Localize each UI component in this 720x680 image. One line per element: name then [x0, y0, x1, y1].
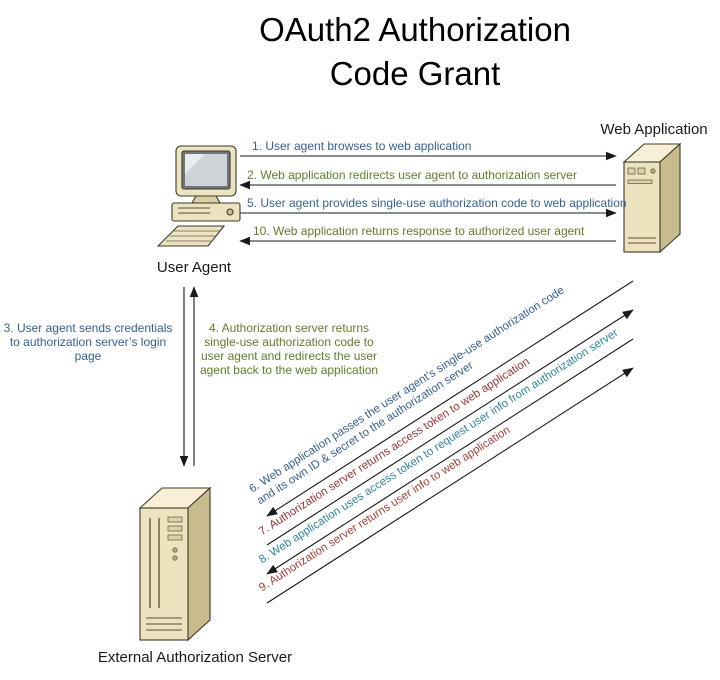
- web-application-server-icon: [622, 142, 682, 254]
- message-3-label: 3. User agent sends credentials to autho…: [3, 321, 173, 364]
- user-agent-label: User Agent: [156, 259, 232, 276]
- message-4-label: 4. Authorization server returns single-u…: [199, 321, 379, 378]
- diagram-title-line2: Code Grant: [329, 54, 501, 92]
- diagram-title-line1: OAuth2 Authorization: [259, 11, 571, 48]
- desktop-computer-icon: [156, 145, 241, 247]
- message-10-label: 10. Web application returns response to …: [253, 224, 585, 238]
- message-2-label: 2. Web application redirects user agent …: [247, 168, 577, 182]
- message-5-label: 5. User agent provides single-use author…: [247, 196, 627, 210]
- arrow-8-downleft: [266, 338, 634, 575]
- external-authorization-server-label: External Authorization Server: [97, 649, 293, 666]
- message-1-label: 1. User agent browses to web application: [252, 139, 472, 153]
- arrow-6-downleft: [266, 280, 634, 517]
- diagram-title: OAuth2 Authorization Code Grant: [110, 8, 720, 95]
- external-authorization-server-icon: [138, 486, 212, 642]
- vertical-arrows: [179, 286, 199, 467]
- horizontal-arrows: [239, 151, 617, 246]
- arrow-9-upright: [266, 367, 634, 604]
- arrow-7-upright: [266, 309, 634, 546]
- web-application-label: Web Application: [600, 121, 708, 138]
- diagonal-arrows: [266, 280, 634, 604]
